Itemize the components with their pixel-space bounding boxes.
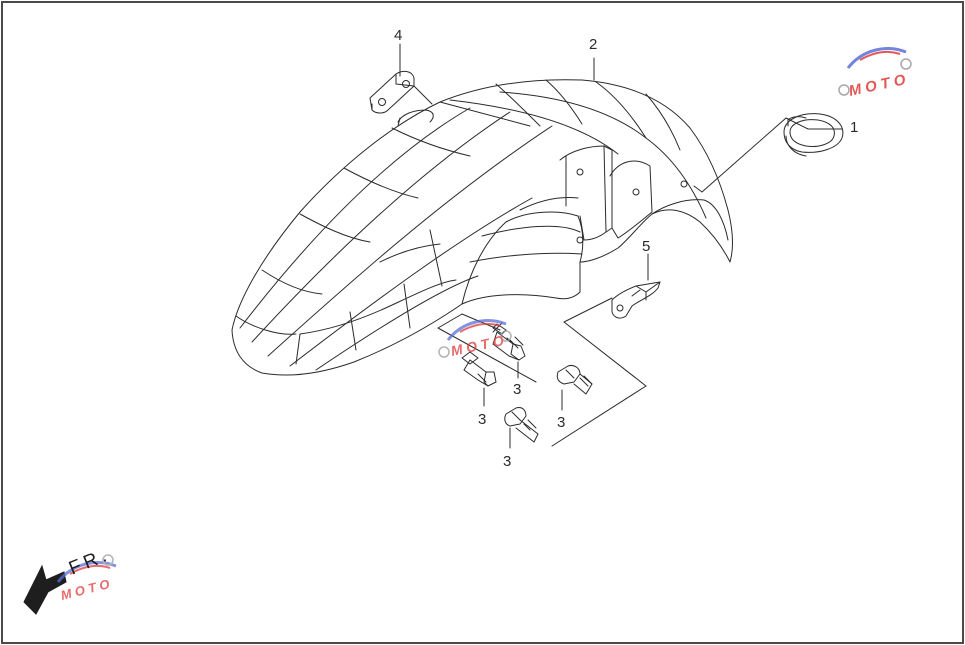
front-fender bbox=[231, 79, 733, 376]
bolt-c bbox=[556, 365, 593, 395]
svg-text:M O T O: M O T O bbox=[847, 71, 907, 100]
callout-part-3: 3 bbox=[557, 414, 566, 431]
callout-part-1: 1 bbox=[850, 119, 859, 136]
clip-plate bbox=[611, 281, 661, 319]
svg-text:M O T O: M O T O bbox=[59, 576, 111, 603]
callout-part-4: 4 bbox=[394, 27, 403, 44]
svg-text:M O T O: M O T O bbox=[449, 332, 505, 359]
grommet bbox=[783, 113, 844, 157]
bolt-b bbox=[461, 351, 497, 387]
clip-bracket bbox=[369, 70, 433, 114]
callout-part-2: 2 bbox=[589, 36, 598, 53]
front-direction-arrow bbox=[23, 564, 67, 615]
bolt-d bbox=[504, 407, 539, 443]
watermark-logo-top: M O T O bbox=[838, 47, 912, 100]
callout-part-3: 3 bbox=[478, 411, 487, 428]
callout-part-3: 3 bbox=[513, 381, 522, 398]
callout-part-3: 3 bbox=[503, 453, 512, 470]
callout-part-5: 5 bbox=[642, 238, 651, 255]
